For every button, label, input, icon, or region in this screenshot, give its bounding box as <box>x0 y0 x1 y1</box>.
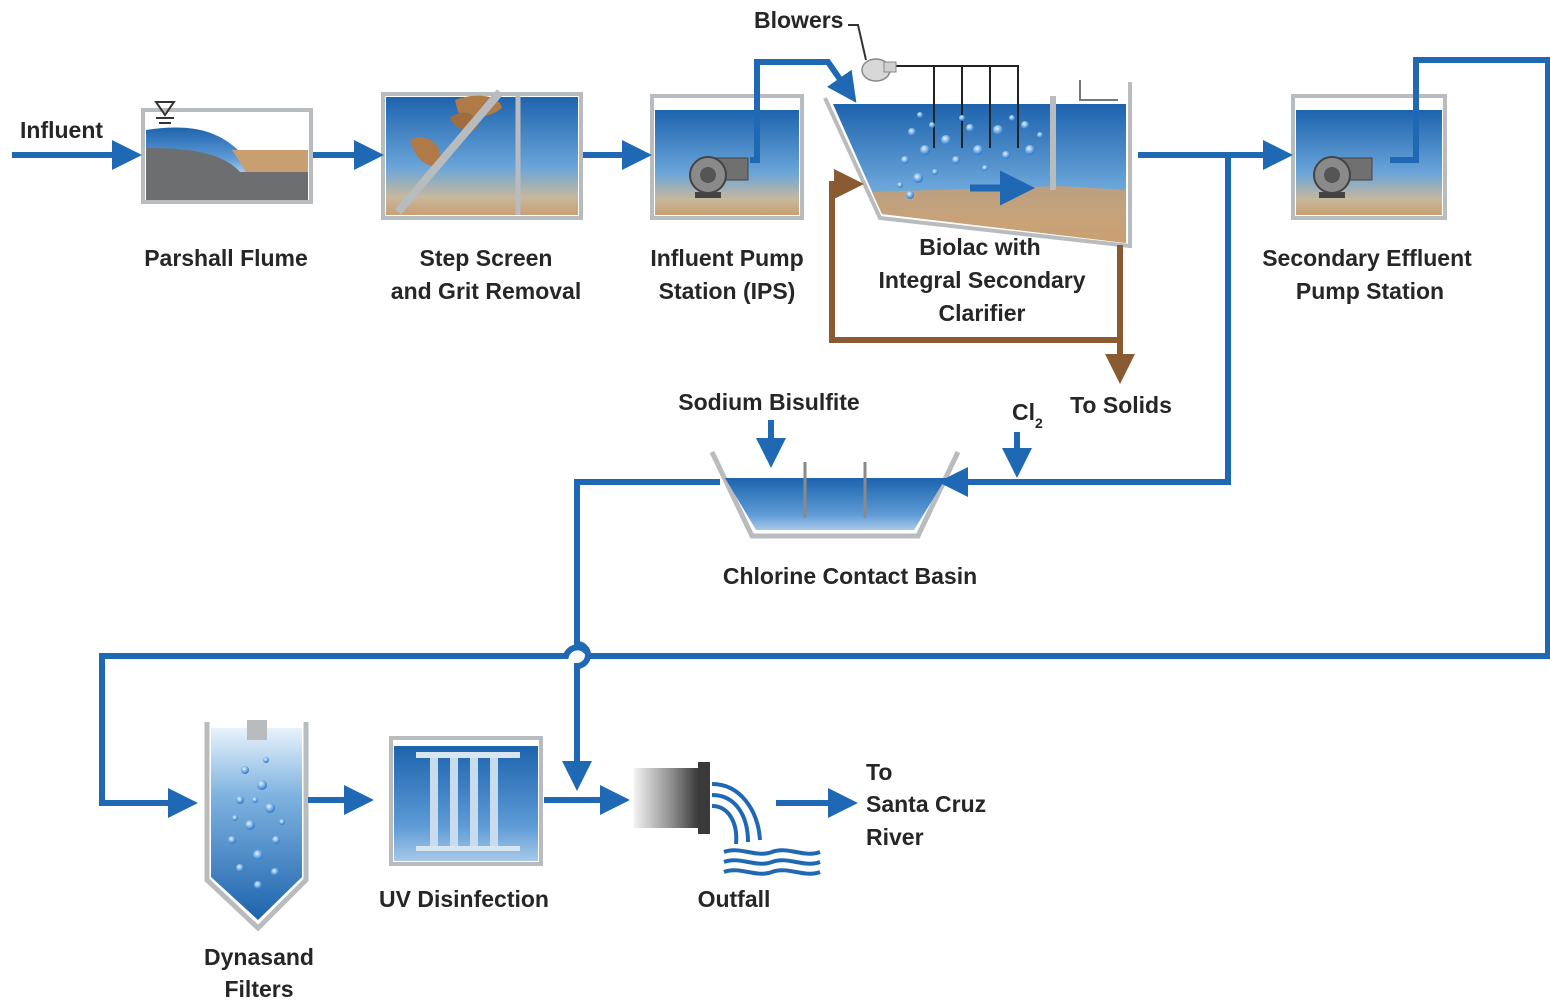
secondary-effluent-label-line1: Secondary Effluent <box>1262 245 1472 271</box>
blower-icon <box>861 58 897 82</box>
biolac-label-line3: Clarifier <box>939 300 1026 326</box>
secondary-effluent-label-line2: Pump Station <box>1296 278 1444 304</box>
parshall-flume-label: Parshall Flume <box>144 245 308 271</box>
biolac-basin <box>823 24 1132 249</box>
pump-icon <box>689 156 749 198</box>
chlorine-gas-label: Cl2 <box>1012 399 1043 431</box>
step-screen-label-line2: and Grit Removal <box>391 278 581 304</box>
secondary-effluent-pump-tank <box>1291 94 1447 220</box>
step-screen-tank <box>381 89 583 220</box>
dynasand-label-line2: Filters <box>224 976 293 1002</box>
outfall-structure <box>634 762 821 876</box>
destination-label-line2: Santa Cruz <box>866 791 986 817</box>
chlorine-contact-basin <box>709 450 961 539</box>
influent-pump-label-line1: Influent Pump <box>650 245 803 271</box>
parshall-flume-tank <box>141 101 313 204</box>
dynasand-label-line1: Dynasand <box>204 944 314 970</box>
outfall-label: Outfall <box>698 886 771 912</box>
flow-lines <box>12 57 1550 818</box>
influent-label: Influent <box>20 117 103 143</box>
influent-pump-label-line2: Station (IPS) <box>659 278 796 304</box>
step-screen-label-line1: Step Screen <box>420 245 553 271</box>
chlorine-contact-label: Chlorine Contact Basin <box>723 563 977 589</box>
biolac-label-line2: Integral Secondary <box>878 267 1085 293</box>
destination-label-line1: To <box>866 759 892 785</box>
cl-subscript: 2 <box>1035 415 1043 431</box>
sludge-lines <box>829 169 1135 384</box>
influent-pump-station-tank <box>650 94 804 220</box>
sodium-bisulfite-label: Sodium Bisulfite <box>678 389 859 415</box>
to-solids-label: To Solids <box>1070 392 1172 418</box>
cl-label-text: Cl <box>1012 399 1035 425</box>
pump-icon <box>1313 156 1373 198</box>
biolac-label-line1: Biolac with <box>919 234 1040 260</box>
blowers-label: Blowers <box>754 7 843 33</box>
dynasand-filter <box>204 720 309 932</box>
uv-disinfection-label: UV Disinfection <box>379 886 549 912</box>
uv-disinfection-tank <box>389 736 543 866</box>
destination-label-line3: River <box>866 824 924 850</box>
